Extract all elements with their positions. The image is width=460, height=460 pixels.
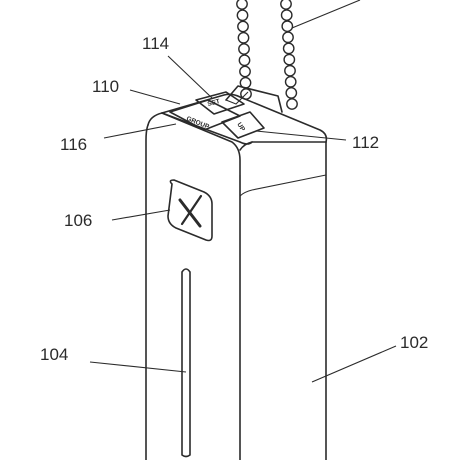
- chain-bead: [236, 0, 248, 10]
- chain-bead: [286, 98, 298, 110]
- ref-114: 114: [142, 34, 169, 53]
- chain-bead: [280, 9, 293, 22]
- chain-bead: [283, 53, 296, 66]
- ball-chain-left: [236, 0, 252, 100]
- x-icon: [178, 194, 203, 228]
- leader-106: [111, 209, 171, 221]
- face-button[interactable]: [167, 179, 213, 242]
- indicator-slot: [181, 268, 191, 458]
- chain-bead: [237, 31, 250, 44]
- up-button[interactable]: [221, 111, 265, 139]
- chain-bead: [284, 64, 296, 77]
- chain-bead: [285, 87, 298, 99]
- chain-bead: [281, 20, 294, 33]
- leader-110: [129, 89, 181, 105]
- ref-116: 116: [60, 135, 87, 154]
- button-panel: SET GROUP UP: [169, 91, 265, 139]
- chain-bead: [237, 20, 249, 33]
- chain-bead: [238, 43, 250, 55]
- chain-bead: [238, 54, 251, 67]
- chain-housing: [225, 85, 283, 113]
- chain-bead: [239, 65, 251, 78]
- ref-102: 102: [400, 333, 428, 352]
- leader-104: [89, 361, 187, 373]
- device-body: [145, 93, 328, 460]
- ref-104: 104: [40, 345, 68, 364]
- up-button-label: UP: [235, 121, 246, 133]
- leader-chain: [291, 0, 361, 29]
- leader-116: [103, 123, 177, 139]
- chain-bead: [284, 75, 297, 88]
- leader-102: [311, 345, 397, 383]
- leader-112: [255, 130, 347, 141]
- chain-bead: [236, 9, 249, 22]
- ball-chain-right: [280, 0, 298, 110]
- ref-110: 110: [92, 77, 119, 96]
- set-button[interactable]: [195, 91, 245, 115]
- chain-bead: [280, 0, 292, 10]
- chain-bead: [282, 31, 294, 44]
- ref-112: 112: [352, 133, 379, 152]
- ref-106: 106: [64, 211, 92, 230]
- chain-bead: [282, 42, 295, 55]
- leader-114: [167, 55, 213, 99]
